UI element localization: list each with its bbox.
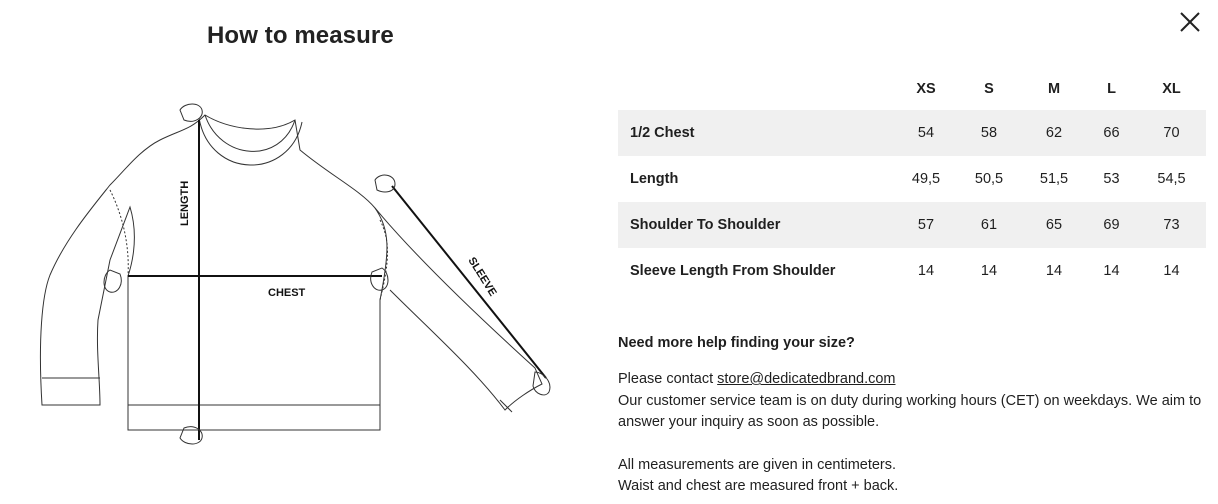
cell-value: 54 [917,125,935,141]
size-header-row: XS S M L XL [618,68,1206,110]
table-row-shoulder: Shoulder To Shoulder 57 61 65 69 73 [618,202,1206,248]
help-body: Please contact store@dedicatedbrand.com … [618,369,1208,498]
cell-value: 49,5 [911,171,941,187]
table-row-length: Length 49,5 50,5 51,5 53 54,5 [618,156,1206,202]
cell-value: 53 [1103,171,1120,187]
sleeve-label: SLEEVE [465,255,498,298]
cell-value: 14 [917,263,935,279]
contact-line: Please contact store@dedicatedbrand.com [618,369,1208,391]
size-chart-table: XS S M L XL 1/2 Chest 54 58 62 66 70 Len… [618,68,1206,294]
cell-value: 61 [980,217,998,233]
close-button[interactable] [1176,8,1204,36]
spacer [618,434,1208,455]
size-header-l: L [1107,81,1116,97]
size-header-s: S [984,81,994,97]
length-label: LENGTH [179,181,191,226]
close-icon [1180,12,1200,32]
row-label: Sleeve Length From Shoulder [630,263,836,279]
cell-value: 69 [1103,217,1120,233]
table-row-sleeve: Sleeve Length From Shoulder 14 14 14 14 … [618,248,1206,294]
cell-value: 62 [1045,125,1063,141]
cell-value: 65 [1045,217,1063,233]
contact-email-link[interactable]: store@dedicatedbrand.com [717,371,896,387]
cell-value: 57 [917,217,935,233]
cell-value: 14 [1103,263,1120,279]
help-heading: Need more help finding your size? [618,335,855,351]
size-header-xs: XS [916,81,936,97]
cell-value: 50,5 [974,171,1004,187]
service-text: Our customer service team is on duty dur… [618,392,1202,431]
cell-value: 58 [980,125,998,141]
table-row-chest: 1/2 Chest 54 58 62 66 70 [618,110,1206,156]
page-title: How to measure [207,22,394,49]
cell-value: 14 [980,263,998,279]
cell-value: 14 [1045,263,1063,279]
cell-value: 66 [1103,125,1120,141]
row-label: Length [630,171,679,187]
sweater-measure-diagram: LENGTH CHEST SLEEVE [39,103,551,445]
cell-value: 73 [1163,217,1180,233]
row-label: 1/2 Chest [630,125,695,141]
cell-value: 51,5 [1039,171,1069,187]
contact-prefix: Please contact [618,371,718,387]
header-spacer [618,68,896,110]
row-label: Shoulder To Shoulder [630,217,781,233]
chest-label: CHEST [268,287,306,299]
cell-value: 54,5 [1157,171,1186,187]
size-header-m: M [1047,81,1061,97]
measurement-note: Waist and chest are measured front + bac… [618,478,899,494]
measurement-note: All measurements are given in centimeter… [618,456,897,473]
cell-value: 70 [1163,125,1180,141]
size-header-xl: XL [1162,81,1181,97]
cell-value: 14 [1163,263,1180,279]
